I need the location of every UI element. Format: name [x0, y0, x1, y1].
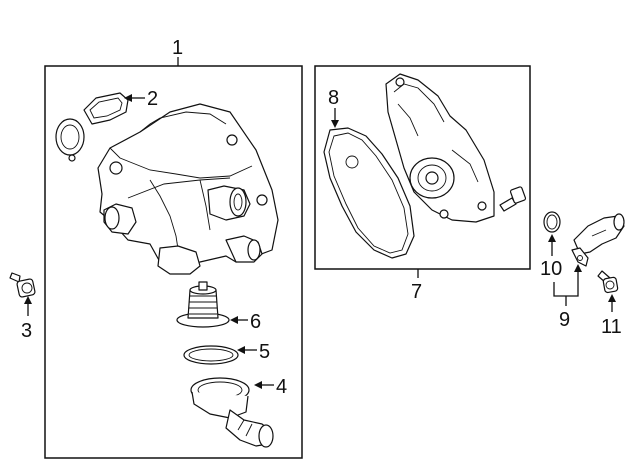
thermostat-cover-icon [190, 377, 274, 448]
callout-9: 9 [559, 309, 570, 331]
thermostat-icon [176, 281, 230, 328]
callout-6: 6 [250, 311, 261, 333]
bolt-icon [597, 270, 619, 294]
callout-7: 7 [411, 281, 422, 303]
callout-8: 8 [328, 87, 339, 109]
callout-1: 1 [172, 37, 183, 59]
callout-2: 2 [147, 88, 158, 110]
bolt-icon [499, 186, 527, 212]
callout-11: 11 [601, 316, 622, 338]
water-pump-assembly-icon [385, 73, 495, 223]
hose-fitting-icon [571, 213, 625, 267]
o-ring-icon [183, 345, 239, 365]
housing-group-box [44, 65, 303, 459]
thermostat-housing-assembly-icon [97, 103, 279, 275]
callout-5: 5 [259, 341, 270, 363]
water-pump-gasket-icon [323, 127, 415, 259]
callout-4: 4 [276, 376, 287, 398]
callout-10: 10 [540, 258, 562, 280]
water-pump-group-box [314, 65, 531, 270]
bolt-icon [9, 272, 36, 298]
callout-3: 3 [21, 320, 32, 342]
seal-ring-icon [543, 211, 561, 233]
housing-gasket-icon [55, 92, 129, 162]
